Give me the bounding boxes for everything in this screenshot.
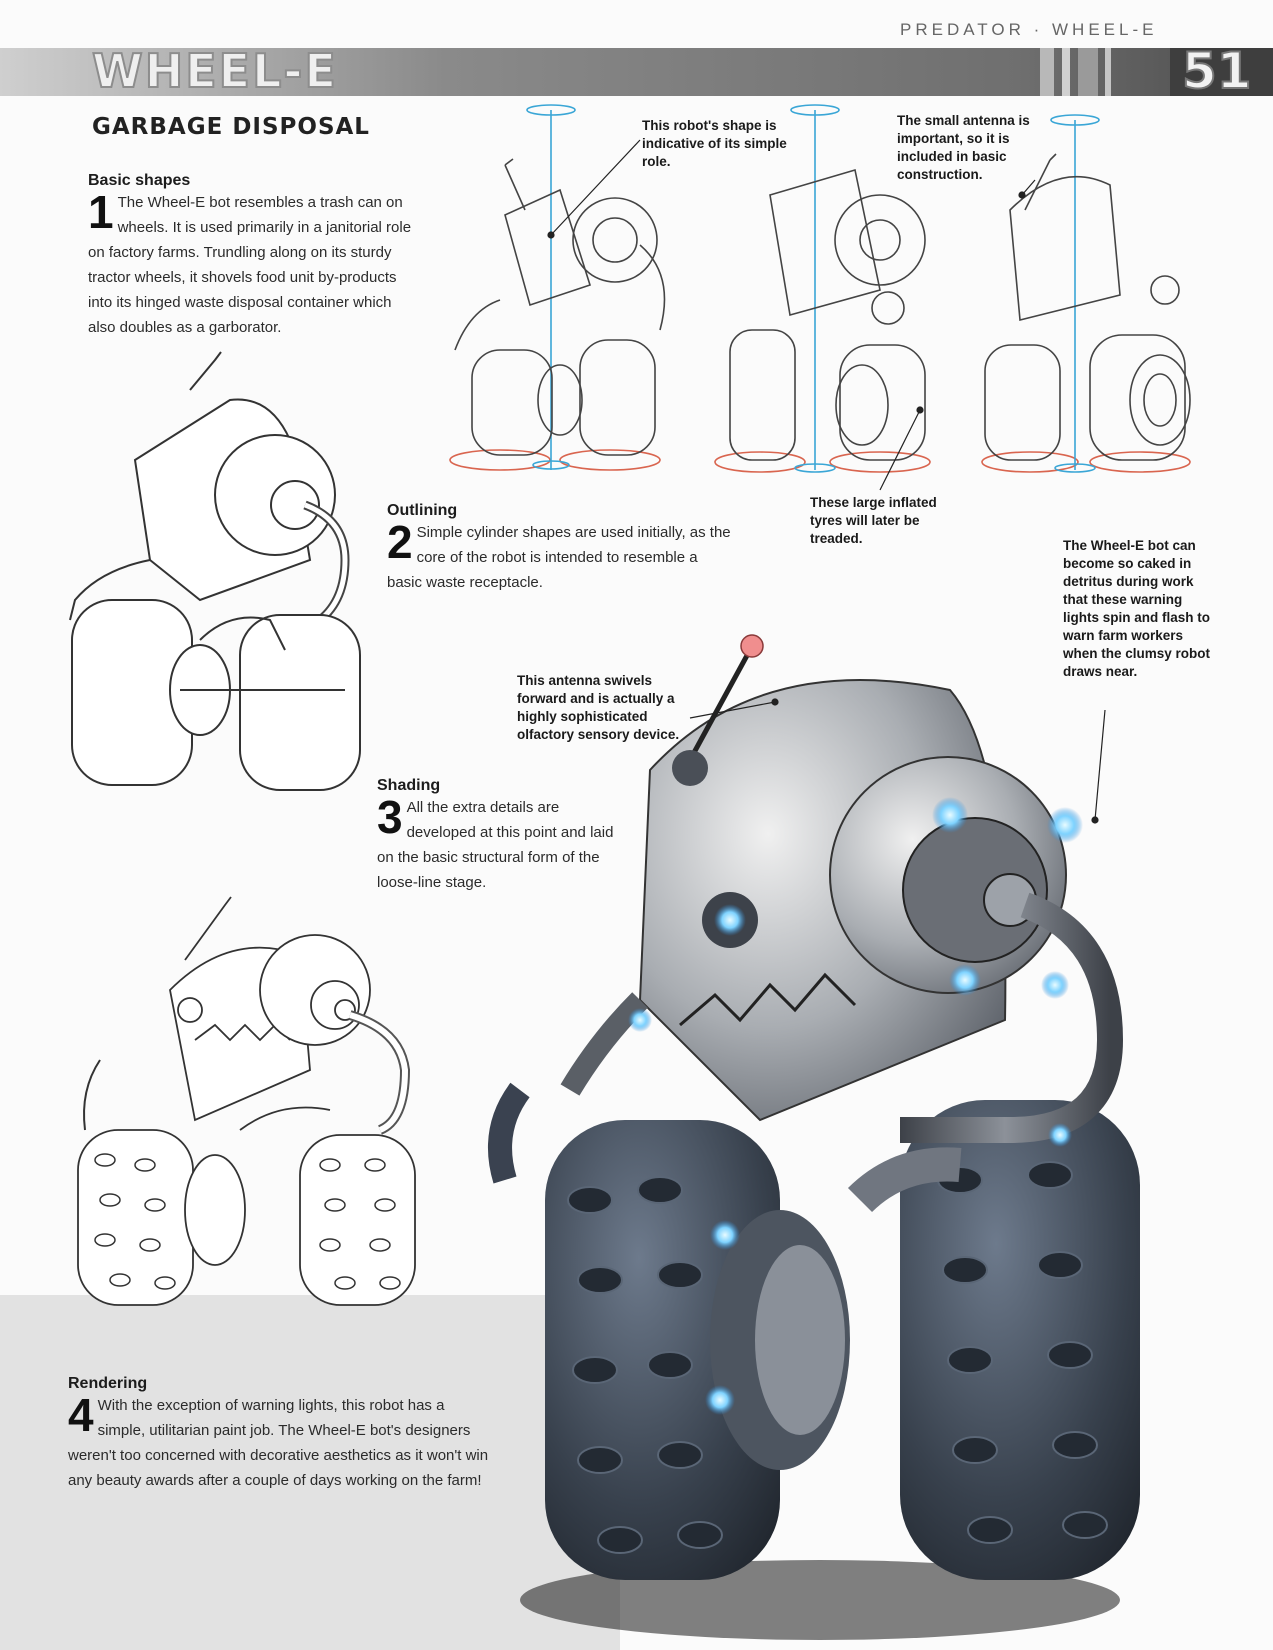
step-1-text: 1 The Wheel-E bot resembles a trash can … [88, 186, 418, 340]
callout-tyres: These large inflated tyres will later be… [810, 495, 937, 546]
callout-shape-role: This robot's shape is indicative of its … [642, 118, 787, 169]
page-title: WHEEL-E [91, 44, 338, 98]
leader-lines-render [689, 698, 1106, 824]
step-4: Rendering 4 With the exception of warnin… [68, 1375, 493, 1493]
step-1-number: 1 [88, 186, 114, 238]
step-4-number: 4 [68, 1389, 94, 1441]
detailed-robot-sketch [77, 896, 416, 1306]
step-4-body: With the exception of warning lights, th… [68, 1397, 489, 1489]
step-1-body: The Wheel-E bot resembles a trash can on… [88, 194, 412, 336]
construction-sketch-front [449, 104, 666, 471]
callout-small-antenna: The small antenna is important, so it is… [897, 113, 1030, 182]
title-banner [0, 48, 1273, 96]
step-1: Basic shapes 1 The Wheel-E bot resembles… [88, 172, 418, 340]
step-3-text: 3 All the extra details are developed at… [377, 791, 627, 895]
construction-sketch-back [981, 114, 1191, 473]
step-3-body: All the extra details are developed at t… [377, 799, 614, 891]
step-1-heading: Basic shapes [88, 172, 191, 189]
page-number: 51 [1181, 42, 1253, 100]
step-2-heading: Outlining [387, 502, 458, 519]
section-heading: GARBAGE DISPOSAL [92, 114, 370, 140]
outline-robot-sketch [69, 351, 361, 791]
step-3: Shading 3 All the extra details are deve… [377, 777, 627, 895]
rendering-background-band [0, 1295, 620, 1650]
step-2-body: Simple cylinder shapes are used initiall… [387, 524, 731, 591]
step-4-heading: Rendering [68, 1375, 148, 1392]
step-2: Outlining 2 Simple cylinder shapes are u… [387, 502, 732, 595]
rendered-robot [488, 634, 1140, 1640]
step-2-number: 2 [387, 516, 413, 568]
construction-sketch-side [714, 104, 931, 473]
callout-antenna-swivels: This antenna swivels forward and is actu… [517, 673, 680, 742]
step-3-heading: Shading [377, 777, 441, 794]
step-4-text: 4 With the exception of warning lights, … [68, 1389, 493, 1493]
tyre-treads-sketch [94, 1153, 401, 1290]
warning-lights [628, 797, 1083, 1415]
leader-lines-top [547, 139, 1036, 491]
running-head: PREDATOR · WHEEL-E [900, 20, 1158, 39]
step-2-text: 2 Simple cylinder shapes are used initia… [387, 516, 732, 595]
step-3-number: 3 [377, 791, 403, 843]
callout-warning-lights: The Wheel-E bot can become so caked in d… [1063, 538, 1211, 679]
